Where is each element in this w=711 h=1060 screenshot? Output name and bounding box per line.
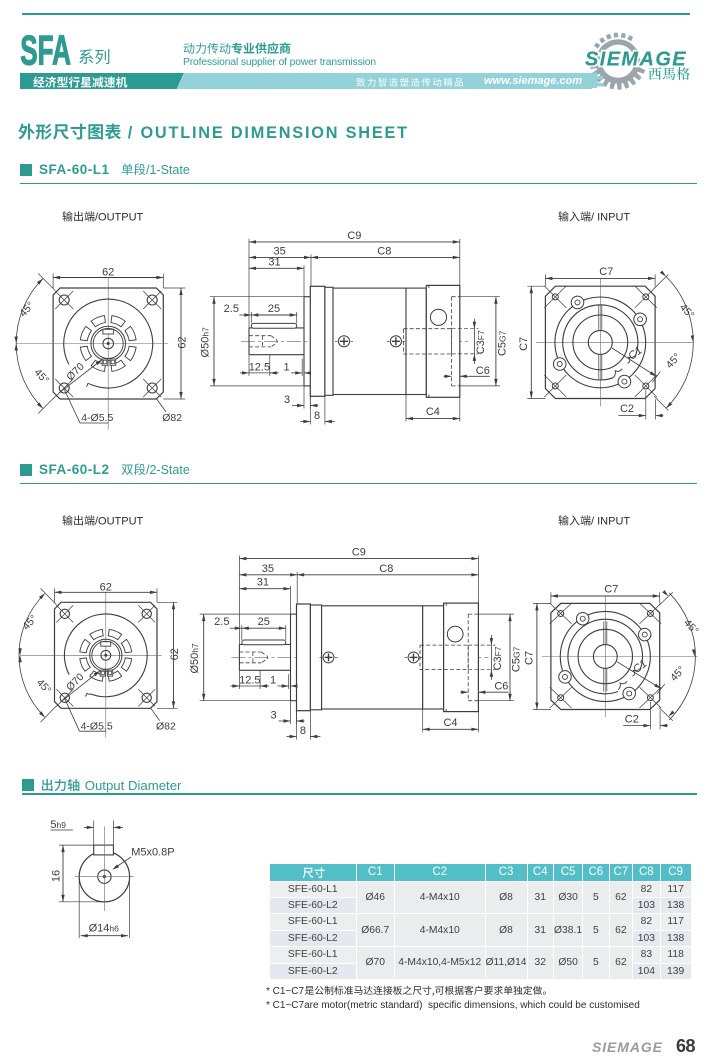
svg-text:62: 62 <box>100 581 112 593</box>
svg-text:C8: C8 <box>379 563 393 575</box>
svg-text:3: 3 <box>284 394 290 406</box>
svg-text:Ø50h7: Ø50h7 <box>189 643 201 674</box>
svg-text:C8: C8 <box>377 245 391 257</box>
svg-text:SIEMAGE: SIEMAGE <box>592 1039 663 1055</box>
svg-text:35: 35 <box>273 245 285 257</box>
svg-text:1: 1 <box>283 361 289 373</box>
svg-text:25: 25 <box>268 303 280 315</box>
svg-text:/2-State: /2-State <box>146 463 190 477</box>
svg-text:/OUTPUT: /OUTPUT <box>95 212 144 224</box>
svg-text:C5G7: C5G7 <box>496 330 508 356</box>
svg-text:/ INPUT: / INPUT <box>591 516 630 528</box>
svg-text:SIEMAGE: SIEMAGE <box>585 49 687 71</box>
svg-text:C6: C6 <box>476 365 490 377</box>
svg-text:SFA: SFA <box>20 27 71 74</box>
svg-text:C3F7: C3F7 <box>492 646 504 670</box>
svg-text:/OUTPUT: /OUTPUT <box>95 516 144 528</box>
svg-text:62: 62 <box>102 267 114 279</box>
svg-text:C2: C2 <box>625 713 639 725</box>
svg-text:Output Diameter: Output Diameter <box>85 778 182 793</box>
svg-text:1: 1 <box>270 675 276 687</box>
svg-text:Ø50h7: Ø50h7 <box>200 327 212 358</box>
svg-text:C2: C2 <box>620 403 634 415</box>
svg-text:C3F7: C3F7 <box>475 330 487 354</box>
svg-text:12.5: 12.5 <box>249 361 270 373</box>
svg-text:C6: C6 <box>494 681 508 693</box>
svg-text:/1-State: /1-State <box>146 163 190 177</box>
svg-text:C4: C4 <box>426 406 440 418</box>
svg-text:C4: C4 <box>443 717 457 729</box>
svg-text:62: 62 <box>169 648 181 660</box>
svg-text:5h9: 5h9 <box>50 819 66 831</box>
svg-text:68: 68 <box>676 1036 696 1056</box>
svg-text:3: 3 <box>270 710 276 722</box>
svg-text:2.5: 2.5 <box>214 616 229 628</box>
svg-text:Ø14h6: Ø14h6 <box>89 923 120 935</box>
svg-text:8: 8 <box>300 725 306 737</box>
svg-text:62: 62 <box>177 336 189 348</box>
svg-text:/ INPUT: / INPUT <box>591 212 630 224</box>
svg-text:2.5: 2.5 <box>224 303 239 315</box>
svg-text:4-Ø5.5: 4-Ø5.5 <box>81 720 113 732</box>
svg-text:* C1~C7: * C1~C7 <box>266 986 305 997</box>
svg-text:31: 31 <box>257 577 269 589</box>
svg-text:C7: C7 <box>599 266 613 278</box>
svg-text:C7: C7 <box>604 584 618 596</box>
svg-text:C7: C7 <box>518 337 530 351</box>
svg-text:C9: C9 <box>352 547 366 559</box>
svg-text:SIEMAGE: SIEMAGE <box>585 49 687 71</box>
svg-text:Ø82: Ø82 <box>162 412 182 424</box>
svg-text:31: 31 <box>268 256 280 268</box>
svg-text:16: 16 <box>51 870 63 882</box>
svg-text:C5G7: C5G7 <box>511 646 523 672</box>
svg-text:4-Ø5.5: 4-Ø5.5 <box>81 412 113 424</box>
svg-text:Ø82: Ø82 <box>156 720 176 732</box>
svg-text:8: 8 <box>314 410 320 422</box>
svg-text:C7: C7 <box>523 651 535 665</box>
svg-text:35: 35 <box>262 563 274 575</box>
svg-text:12.5: 12.5 <box>239 675 260 687</box>
svg-text:25: 25 <box>258 616 270 628</box>
svg-text:C9: C9 <box>347 230 361 242</box>
svg-text:/ OUTLINE DIMENSION SHEET: / OUTLINE DIMENSION SHEET <box>128 124 409 142</box>
svg-text:M5x0.8P: M5x0.8P <box>131 847 174 859</box>
